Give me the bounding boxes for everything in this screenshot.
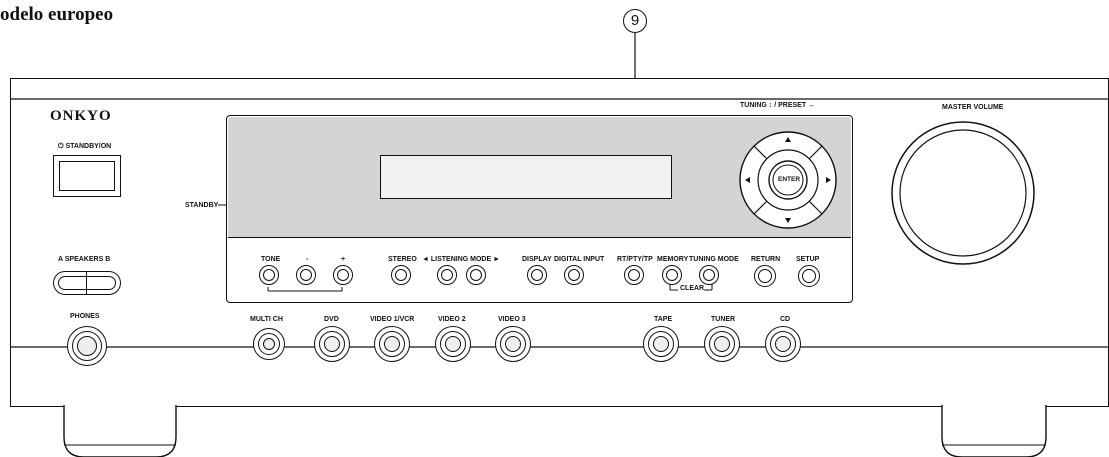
return-label: RETURN bbox=[751, 256, 781, 263]
input-label-multi-ch: MULTI CH bbox=[250, 316, 283, 323]
rt-pty-tp-label: RT/PTY/TP bbox=[617, 256, 653, 263]
tuning-mode-label: TUNING MODE bbox=[689, 256, 739, 263]
input-label-video2: VIDEO 2 bbox=[438, 316, 466, 323]
tone-minus-label: - bbox=[306, 256, 309, 263]
listening-mode-right-button[interactable] bbox=[466, 265, 486, 285]
phones-jack[interactable] bbox=[67, 326, 107, 366]
input-label-video1-vcr: VIDEO 1/VCR bbox=[370, 316, 415, 323]
standby-label: STANDBY bbox=[185, 202, 219, 209]
display-label: DISPLAY bbox=[522, 256, 552, 263]
tone-plus-label: + bbox=[341, 256, 346, 263]
return-button[interactable] bbox=[754, 265, 776, 287]
cursor-pad bbox=[739, 131, 837, 229]
input-label-tape: TAPE bbox=[654, 316, 673, 323]
input-label-dvd: DVD bbox=[324, 316, 339, 323]
display-button[interactable] bbox=[527, 265, 547, 285]
standby-on-button[interactable] bbox=[53, 155, 121, 197]
receiver-panel-lines bbox=[10, 98, 1109, 348]
tone-bracket bbox=[267, 287, 343, 292]
fl-display bbox=[380, 155, 672, 199]
input-button-video2[interactable] bbox=[435, 326, 471, 362]
display-divider bbox=[228, 237, 851, 239]
right-foot bbox=[941, 405, 1047, 457]
speakers-switch[interactable] bbox=[53, 271, 121, 295]
listening-mode-label: ◄ LISTENING MODE ► bbox=[422, 256, 501, 263]
setup-button[interactable] bbox=[798, 265, 820, 287]
callout-9: 9 bbox=[623, 9, 647, 33]
input-button-video3[interactable] bbox=[495, 326, 531, 362]
input-button-video1-vcr[interactable] bbox=[374, 326, 410, 362]
standby-on-label: ⏻ STANDBY/ON bbox=[58, 143, 112, 150]
memory-label: MEMORY bbox=[657, 256, 689, 263]
input-button-dvd[interactable] bbox=[314, 326, 350, 362]
input-button-multi-ch[interactable] bbox=[253, 328, 285, 360]
brand-logo: ONKYO bbox=[50, 108, 112, 124]
tone-label: TONE bbox=[261, 256, 281, 263]
tuning-mode-button[interactable] bbox=[699, 265, 719, 285]
stereo-label: STEREO bbox=[388, 256, 417, 263]
input-button-tape[interactable] bbox=[643, 326, 679, 362]
master-volume-knob[interactable] bbox=[888, 118, 1038, 268]
setup-label: SETUP bbox=[796, 256, 820, 263]
tuning-preset-label: TUNING ↕ / PRESET ↔ bbox=[740, 102, 816, 109]
input-button-tuner[interactable] bbox=[704, 326, 740, 362]
clear-label: CLEAR bbox=[680, 285, 705, 292]
input-label-video3: VIDEO 3 bbox=[498, 316, 526, 323]
speakers-label: A SPEAKERS B bbox=[58, 256, 111, 263]
input-label-cd: CD bbox=[780, 316, 791, 323]
tone-plus-button[interactable] bbox=[333, 265, 353, 285]
tone-minus-button[interactable] bbox=[296, 265, 316, 285]
master-volume-label: MASTER VOLUME bbox=[942, 104, 1004, 111]
page-title: odelo europeo bbox=[0, 4, 114, 25]
input-button-cd[interactable] bbox=[765, 326, 801, 362]
enter-button[interactable]: ENTER bbox=[777, 176, 801, 183]
phones-label: PHONES bbox=[70, 313, 100, 320]
left-foot bbox=[63, 405, 177, 457]
clear-bracket bbox=[669, 284, 713, 291]
rt-pty-tp-button[interactable] bbox=[624, 265, 644, 285]
input-label-tuner: TUNER bbox=[711, 316, 736, 323]
digital-input-button[interactable] bbox=[564, 265, 584, 285]
listening-mode-left-button[interactable] bbox=[437, 265, 457, 285]
tone-button[interactable] bbox=[259, 265, 279, 285]
memory-button[interactable] bbox=[662, 265, 682, 285]
stereo-button[interactable] bbox=[391, 265, 411, 285]
digital-input-label: DIGITAL INPUT bbox=[554, 256, 605, 263]
